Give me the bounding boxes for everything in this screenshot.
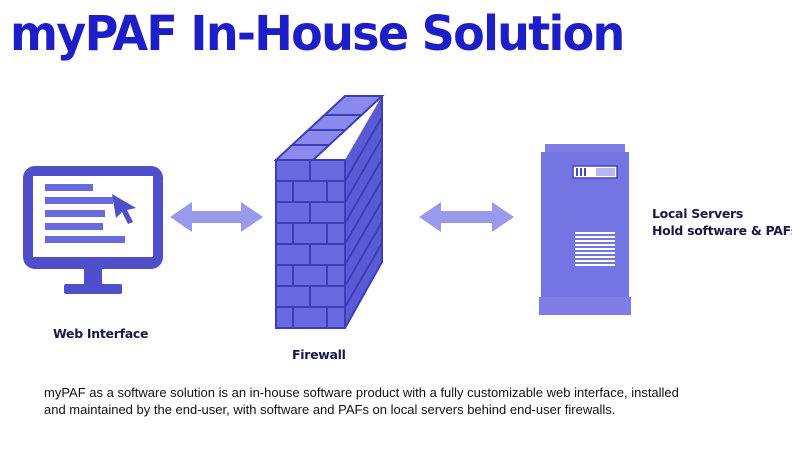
computer-monitor-icon	[23, 166, 163, 294]
page-title: myPAF In-House Solution	[10, 6, 625, 62]
local-servers-sublabel: Hold software & PAFs	[652, 223, 792, 238]
text-lines-icon	[45, 184, 125, 243]
firewall-label: Firewall	[292, 347, 346, 362]
web-interface-label: Web Interface	[53, 326, 149, 341]
double-headed-arrow-icon	[170, 202, 263, 232]
vent-grille	[575, 232, 615, 266]
double-headed-arrow-icon	[419, 202, 514, 232]
mouse-cursor-icon	[112, 194, 136, 224]
local-servers-label: Local Servers	[652, 206, 744, 221]
server-tower-icon	[539, 144, 631, 315]
description-paragraph: myPAF as a software solution is an in-ho…	[44, 385, 679, 417]
brick-wall-icon	[273, 95, 385, 329]
